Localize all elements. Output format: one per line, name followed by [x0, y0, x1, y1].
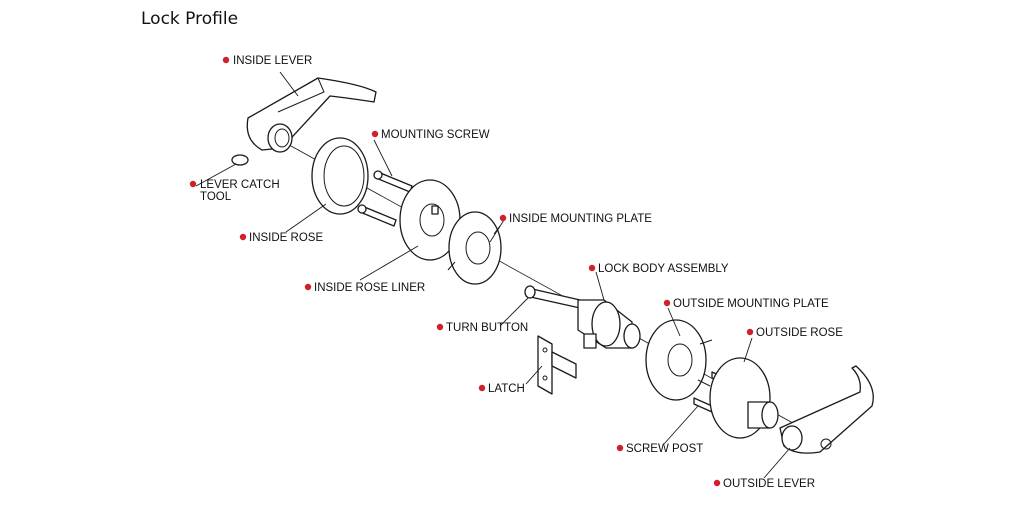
label-outside-lever: OUTSIDE LEVER — [723, 478, 815, 490]
leader-inside-rose-liner — [359, 245, 419, 281]
latch-part — [537, 335, 577, 395]
leader-inside-mounting-plate — [489, 219, 505, 243]
outside-lever-part — [779, 365, 874, 454]
leader-inside-lever — [279, 71, 299, 97]
bullet-lever-catch-tool — [189, 180, 197, 188]
outside-rose-part — [709, 357, 779, 439]
leader-turn-button — [499, 297, 529, 327]
leader-inside-rose — [285, 203, 327, 233]
bullet-inside-lever — [222, 56, 230, 64]
turn-button-part — [524, 285, 581, 309]
label-mounting-screw: MOUNTING SCREW — [381, 129, 490, 141]
bullet-lock-body-assembly — [588, 264, 596, 272]
leader-screw-post — [663, 405, 699, 445]
label-latch: LATCH — [488, 383, 525, 395]
bullet-inside-rose-liner — [304, 283, 312, 291]
lock-body-assembly-part — [577, 299, 641, 349]
label-outside-mounting-plate: OUTSIDE MOUNTING PLATE — [673, 298, 829, 310]
bullet-latch — [478, 384, 486, 392]
leader-lever-catch-tool — [195, 163, 237, 187]
inside-lever-part — [246, 77, 377, 153]
leader-latch — [525, 365, 543, 385]
bullet-outside-mounting-plate — [663, 299, 671, 307]
inside-rose-part — [311, 137, 369, 215]
bullet-mounting-screw — [371, 130, 379, 138]
outside-mounting-plate-part — [645, 319, 713, 401]
label-screw-post: SCREW POST — [626, 443, 703, 455]
label-inside-rose-liner: INSIDE ROSE LINER — [314, 282, 425, 294]
lever-catch-tool-part — [231, 154, 249, 166]
label-lever-catch-tool-line2: TOOL — [200, 191, 232, 203]
bullet-turn-button — [436, 323, 444, 331]
label-outside-rose: OUTSIDE ROSE — [756, 327, 843, 339]
leader-outside-rose — [743, 337, 753, 363]
label-turn-button: TURN BUTTON — [446, 322, 528, 334]
bullet-outside-lever — [713, 479, 721, 487]
label-lock-body-assembly: LOCK BODY ASSEMBLY — [598, 263, 729, 275]
page-title: Lock Profile — [141, 9, 239, 29]
mounting-screw-part — [357, 170, 413, 227]
label-inside-rose: INSIDE ROSE — [249, 232, 323, 244]
bullet-inside-mounting-plate — [499, 214, 507, 222]
leader-outside-lever — [763, 447, 791, 479]
leader-outside-mounting-plate — [667, 307, 681, 337]
label-inside-lever: INSIDE LEVER — [233, 55, 312, 67]
label-lever-catch-tool-line1: LEVER CATCH — [200, 179, 280, 191]
bullet-inside-rose — [239, 233, 247, 241]
label-inside-mounting-plate: INSIDE MOUNTING PLATE — [509, 213, 652, 225]
leader-lock-body-assembly — [595, 271, 605, 301]
leader-mounting-screw — [373, 139, 393, 177]
bullet-outside-rose — [746, 328, 754, 336]
bullet-screw-post — [616, 444, 624, 452]
inside-mounting-plate-part — [447, 211, 502, 285]
